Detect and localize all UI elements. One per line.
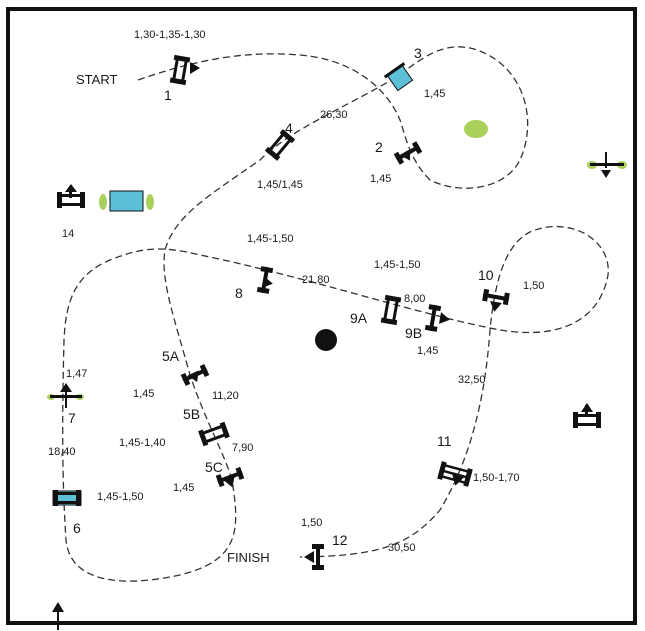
shrub-icon [464,120,488,138]
obstacle-6-label: 6 [73,520,81,536]
obstacle-4-height: 1,45/1,45 [257,179,303,191]
distance-6-7: 18,40 [48,446,76,458]
obstacle-9a-label: 9A [350,310,368,326]
obstacle-5a-height: 1,45 [133,388,154,400]
spare-obstacle-far-right [573,403,601,428]
obstacle-7 [47,383,84,408]
obstacle-10-height: 1,50 [523,280,544,292]
obstacle-9a [380,294,402,326]
start-label: START [76,72,117,87]
obstacle-2-label: 2 [375,139,383,155]
obstacle-5c-label: 5C [205,459,223,475]
obstacle-12-label: 12 [332,532,348,548]
obstacle-9b-height: 1,45 [417,345,438,357]
obstacle-14 [57,184,154,212]
obstacle-1-heights: 1,30-1,35-1,30 [134,29,206,41]
entrance-arrow-icon [52,602,64,630]
distance-11-12: 30,50 [388,542,416,554]
obstacle-5b-label: 5B [183,406,200,422]
obstacle-8-label: 8 [235,285,243,301]
distance-9a-9b: 8,00 [404,293,425,305]
obstacle-11-label: 11 [437,433,452,449]
obstacle-1 [169,54,191,86]
arena-border [6,7,637,625]
distance-8-9: 21,80 [302,274,330,286]
distance-10-11: 32,50 [458,374,486,386]
distance-5b-5c: 7,90 [232,442,253,454]
obstacle-5a-label: 5A [162,348,180,364]
obstacle-9b-label: 9B [405,325,422,341]
obstacle-5c-height: 1,45 [173,482,194,494]
obstacle-3-height: 1,45 [424,88,445,100]
obstacle-3 [383,62,414,92]
obstacle-4-label: 4 [285,120,293,136]
obstacle-5b-height: 1,45-1,40 [119,437,165,449]
distance-3-4: 26,30 [320,109,348,121]
obstacle-8-height: 1,45-1,50 [247,233,293,245]
direction-arrow-icon [304,551,314,563]
obstacle-14-label: 14 [62,228,74,240]
distance-5a-5b: 11,20 [212,390,239,402]
direction-arrow-icon [488,300,502,313]
obstacle-1-label: 1 [164,87,172,103]
obstacle-3-label: 3 [414,45,422,61]
obstacle-9a-height: 1,45-1,50 [374,259,420,271]
obstacle-7-label: 7 [68,410,76,426]
finish-label: FINISH [227,550,270,565]
tree-circle-icon [315,329,337,351]
obstacle-2-height: 1,45 [370,173,391,185]
obstacle-10-label: 10 [478,267,494,283]
obstacle-12-height: 1,50 [301,517,322,529]
obstacle-9b [424,304,442,332]
obstacle-6 [52,490,82,506]
course-route [62,46,609,582]
obstacle-6-height: 1,45-1,50 [97,491,143,503]
spare-obstacle-right [587,152,627,178]
obstacle-11-height: 1,50-1,70 [473,472,519,484]
obstacle-7-height: 1,47 [66,368,87,380]
